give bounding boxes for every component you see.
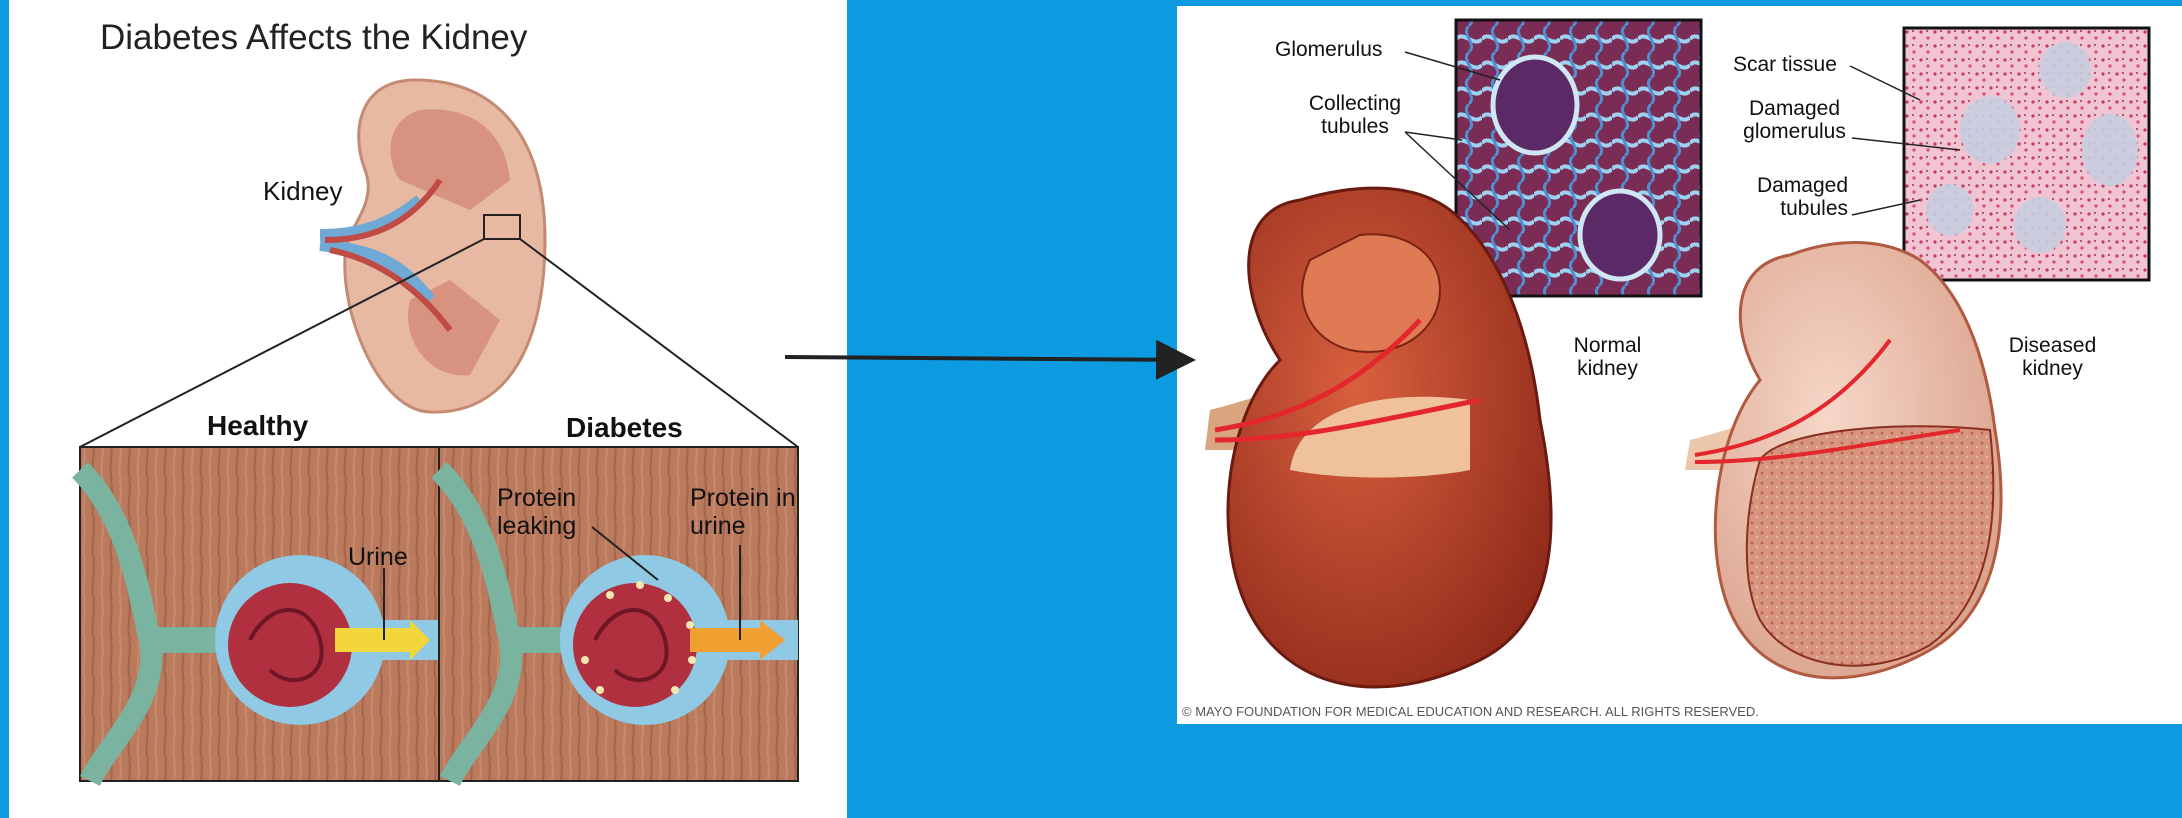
glomerulus-label: Glomerulus <box>1275 38 1382 62</box>
healthy-header: Healthy <box>207 410 308 442</box>
connector-arrow <box>785 357 1188 360</box>
diseased-kidney-label: Diseased kidney <box>2005 334 2100 380</box>
healthy-panel-illustration <box>80 447 439 781</box>
diseased-kidney-illustration <box>1685 243 2001 678</box>
diabetes-header: Diabetes <box>566 412 683 444</box>
kidney-label: Kidney <box>263 176 343 207</box>
left-figure-title: Diabetes Affects the Kidney <box>100 18 527 58</box>
normal-kidney-label: Normal kidney <box>1565 334 1650 380</box>
small-kidney-illustration <box>320 80 545 412</box>
normal-tissue-micrograph <box>1456 20 1701 296</box>
scar-tissue-label: Scar tissue <box>1733 53 1837 77</box>
copyright-notice: © MAYO FOUNDATION FOR MEDICAL EDUCATION … <box>1182 704 1759 719</box>
damaged-tubules-label: Damaged tubules <box>1740 174 1848 220</box>
damaged-glomerulus-label: Damaged glomerulus <box>1732 97 1857 143</box>
collecting-tubules-label: Collecting tubules <box>1300 92 1410 138</box>
protein-in-urine-label: Protein in urine <box>690 484 800 540</box>
protein-leaking-label: Protein leaking <box>497 484 597 540</box>
urine-label: Urine <box>348 543 408 572</box>
